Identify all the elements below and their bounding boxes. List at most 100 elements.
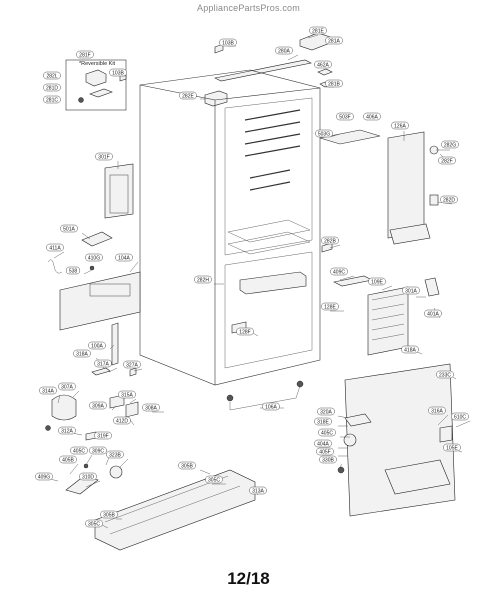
part-callout-610c: 610C — [451, 412, 469, 421]
svg-text:128E: 128E — [324, 305, 336, 311]
svg-text:312A: 312A — [61, 429, 73, 435]
part-callout-318e: 318E — [314, 417, 332, 426]
part-callout-405f: 405F — [316, 447, 334, 456]
svg-text:308A: 308A — [145, 406, 157, 412]
svg-text:401A: 401A — [427, 312, 439, 318]
part-callout-305c: 305C — [85, 519, 103, 528]
right-side-parts — [319, 129, 456, 517]
left-side-parts — [45, 163, 141, 441]
part-callout-281f: 281F — [76, 50, 94, 59]
part-callout-411a: 411A — [46, 243, 64, 252]
svg-text:409G: 409G — [38, 475, 50, 481]
part-callout-282f: 282F — [438, 156, 456, 165]
part-callout-282h: 282H — [194, 275, 212, 284]
svg-text:282H: 282H — [197, 278, 209, 284]
svg-text:538: 538 — [69, 269, 78, 275]
svg-text:103B: 103B — [222, 41, 234, 47]
part-callout-309c: 309C — [89, 446, 107, 455]
part-callout-320a: 320A — [317, 407, 335, 416]
svg-text:309C: 309C — [92, 449, 104, 455]
part-callout-405b: 405B — [59, 455, 77, 464]
part-callout-128e: 128E — [321, 302, 339, 311]
reversible-kit-box — [65, 59, 127, 111]
svg-text:411A: 411A — [49, 246, 61, 252]
svg-text:327A: 327A — [126, 363, 138, 369]
svg-text:310D: 310D — [82, 475, 94, 481]
svg-text:418A: 418A — [404, 348, 416, 354]
part-callout-128f: 128F — [236, 327, 254, 336]
svg-text:233C: 233C — [439, 373, 451, 379]
svg-text:280A: 280A — [278, 49, 290, 55]
part-callout-405c: 405C — [318, 428, 336, 437]
part-callout-301a: 301A — [402, 286, 420, 295]
svg-text:323B: 323B — [109, 453, 121, 459]
svg-text:317A: 317A — [97, 362, 109, 368]
part-callout-109e: 109E — [368, 277, 386, 286]
svg-text:305C: 305C — [208, 478, 220, 484]
part-callout-282d: 282D — [440, 195, 458, 204]
part-callout-282e: 282E — [179, 91, 197, 100]
part-callout-327a: 327A — [123, 360, 141, 369]
part-callout-406a: 406A — [363, 112, 381, 121]
svg-text:318A: 318A — [76, 352, 88, 358]
part-callout-412d: 412D — [113, 416, 131, 425]
svg-text:319F: 319F — [97, 434, 108, 440]
svg-text:301F: 301F — [98, 155, 109, 161]
part-callout-409c: 409C — [330, 267, 348, 276]
svg-text:313A: 313A — [252, 489, 264, 495]
part-callout-315a: 315A — [118, 390, 136, 399]
svg-text:126A: 126A — [394, 124, 406, 130]
svg-text:281A: 281A — [328, 39, 340, 45]
svg-text:320A: 320A — [320, 410, 332, 416]
bottom-cover-assembly — [37, 463, 256, 551]
part-callout-281c: 281C — [43, 95, 61, 104]
part-callout-312a: 312A — [58, 426, 76, 435]
svg-text:305B: 305B — [103, 513, 115, 519]
svg-text:462A: 462A — [317, 63, 329, 69]
svg-text:307A: 307A — [61, 385, 73, 391]
part-callout-503g: 503G — [315, 129, 333, 138]
part-callout-280a: 280A — [275, 46, 293, 55]
part-callout-323b: 323B — [106, 450, 124, 459]
part-callout-462a: 462A — [314, 60, 332, 69]
svg-text:406A: 406A — [366, 115, 378, 121]
svg-text:281B: 281B — [328, 82, 340, 88]
part-callout-404a: 404A — [314, 439, 332, 448]
svg-text:106A: 106A — [265, 405, 277, 411]
part-callout-282g: 282G — [441, 140, 459, 149]
part-callout-409g: 409G — [35, 472, 53, 481]
svg-text:610C: 610C — [454, 415, 466, 421]
svg-text:103B: 103B — [112, 71, 124, 77]
part-callout-281a: 281A — [325, 36, 343, 45]
svg-text:409C: 409C — [333, 270, 345, 276]
part-callout-538: 538 — [65, 266, 81, 275]
part-callout-305b: 305B — [178, 461, 196, 470]
watermark: AppliancePartsPros.com — [197, 3, 300, 13]
part-callout-105e: 105E — [443, 443, 461, 452]
svg-text:405F: 405F — [319, 450, 330, 456]
part-callout-305b: 305B — [100, 510, 118, 519]
part-callout-103b: 103B — [219, 38, 237, 47]
part-callout-103b: 103B — [109, 68, 127, 77]
part-callout-310d: 310D — [79, 472, 97, 481]
part-callout-401a: 401A — [424, 309, 442, 318]
part-callout-126a: 126A — [391, 121, 409, 130]
svg-text:282F: 282F — [441, 159, 452, 165]
part-callout-104a: 104A — [115, 253, 133, 262]
part-callout-301f: 301F — [95, 152, 113, 161]
svg-text:309A: 309A — [92, 404, 104, 410]
top-hinge-parts — [204, 32, 334, 107]
part-callout-317a: 317A — [94, 359, 112, 368]
part-callout-410g: 410G — [85, 253, 103, 262]
svg-text:305C: 305C — [88, 522, 100, 528]
cabinet — [139, 69, 321, 402]
svg-text:503F: 503F — [339, 115, 350, 121]
part-callout-314a: 314A — [39, 386, 57, 395]
svg-text:282E: 282E — [182, 94, 194, 100]
svg-text:316A: 316A — [431, 409, 443, 415]
svg-text:314A: 314A — [42, 389, 54, 395]
part-callout-319f: 319F — [94, 431, 112, 440]
part-callout-313a: 313A — [249, 486, 267, 495]
part-callout-330b: 330B — [319, 455, 337, 464]
